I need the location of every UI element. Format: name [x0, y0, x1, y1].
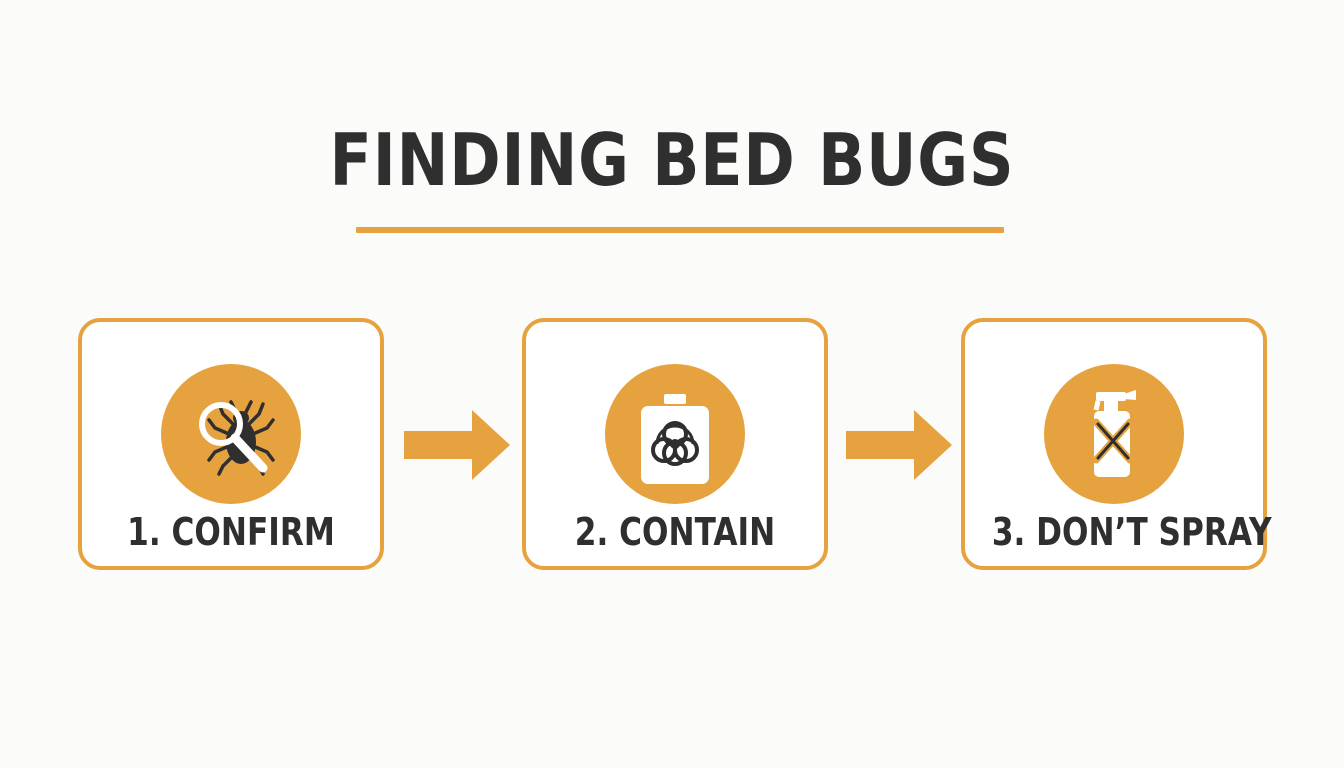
step-icon-badge: [161, 364, 301, 504]
biohazard-container-icon: [641, 394, 709, 484]
step-label: 2. CONTAIN: [574, 510, 776, 554]
step-card-contain: 2. CONTAIN: [522, 318, 828, 570]
right-arrow-icon: [846, 410, 952, 480]
no-spray-bottle-icon: [1092, 390, 1136, 477]
step-label: 3. DON’T SPRAY: [991, 510, 1272, 554]
right-arrow-icon: [404, 410, 510, 480]
step-card-dont-spray: 3. DON’T SPRAY: [961, 318, 1272, 570]
title-underline: [356, 227, 1004, 233]
step-label: 1. CONFIRM: [127, 510, 335, 554]
magnifier-bug-icon: [199, 400, 275, 476]
page-title: FINDING BED BUGS: [329, 118, 1015, 202]
step-card-confirm: 1. CONFIRM: [78, 318, 384, 570]
step-icon-badge: [1044, 364, 1184, 504]
step-icon-badge: [605, 364, 745, 504]
